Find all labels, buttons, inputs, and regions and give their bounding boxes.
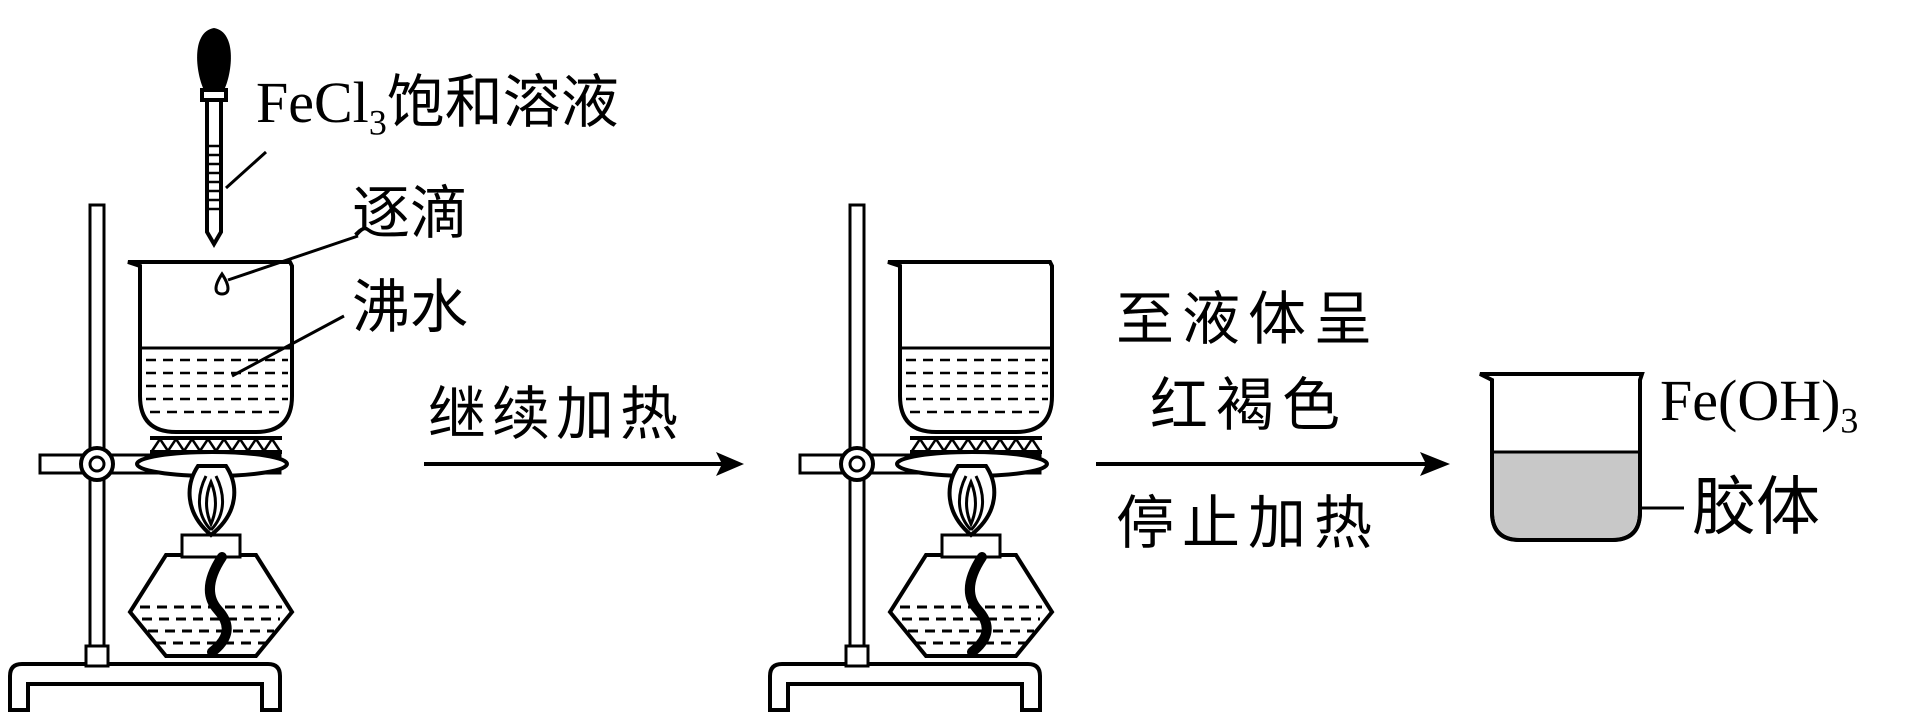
- reagent-label: FeCl3饱和溶液: [256, 74, 619, 141]
- product-formula: Fe(OH): [1660, 368, 1841, 433]
- product-formula-label: Fe(OH)3: [1660, 372, 1858, 439]
- dropper: [197, 28, 231, 248]
- step2-condition-line2: 红褐色: [1150, 371, 1349, 439]
- droplet: [214, 271, 230, 296]
- arrow-step-1: [424, 452, 744, 476]
- boiling-water-label: 沸水: [352, 273, 469, 341]
- left-apparatus: [10, 205, 292, 710]
- dropwise-label: 逐滴: [352, 179, 469, 247]
- product-formula-subscript: 3: [1840, 400, 1859, 441]
- step2-condition-line1: 至液体呈: [1116, 285, 1381, 353]
- step2-action: 停止加热: [1116, 489, 1381, 557]
- reagent-formula-subscript: 3: [368, 102, 387, 143]
- arrow-step-2: [1096, 452, 1450, 476]
- product-beaker: [1479, 372, 1645, 542]
- product-colloid-label: 胶体: [1692, 471, 1820, 545]
- step1-condition: 继续加热: [428, 380, 685, 448]
- colloid-liquid: [1494, 452, 1638, 538]
- reagent-description: 饱和溶液: [386, 70, 619, 135]
- middle-apparatus: [770, 205, 1052, 710]
- reagent-formula: FeCl: [256, 70, 369, 135]
